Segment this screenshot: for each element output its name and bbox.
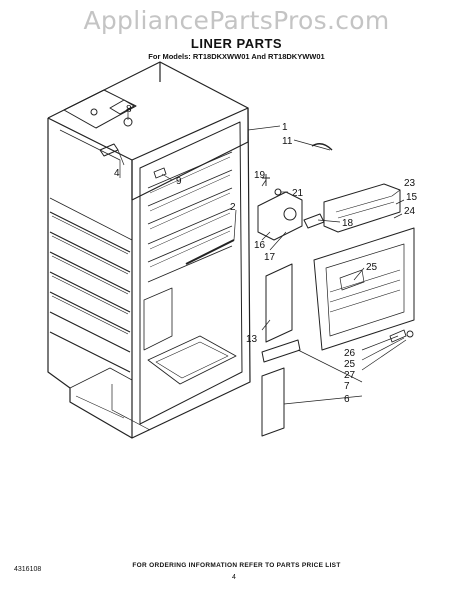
callout-25-upper: 25 xyxy=(366,262,378,273)
document-number: 4316108 xyxy=(14,566,42,573)
callout-19: 19 xyxy=(254,170,266,181)
callout-24: 24 xyxy=(404,206,416,217)
callout-13: 13 xyxy=(246,334,258,345)
screws xyxy=(389,329,414,343)
part-panel-13 xyxy=(265,263,293,343)
callout-7: 7 xyxy=(344,381,350,392)
part-wire xyxy=(311,143,333,151)
part-strip-7 xyxy=(261,339,301,363)
callout-11: 11 xyxy=(282,136,293,147)
part-strip-6 xyxy=(261,367,285,437)
control-cover xyxy=(323,183,401,233)
callout-9: 9 xyxy=(176,176,182,187)
callout-15: 15 xyxy=(406,192,418,203)
control-housing xyxy=(257,174,325,241)
callout-2: 2 xyxy=(230,202,236,213)
callout-25-lower: 25 xyxy=(344,359,356,370)
model-numbers: For Models: RT18DKXWW01 And RT18DKYWW01 xyxy=(148,52,325,61)
part-rod xyxy=(185,239,235,265)
page-title: LINER PARTS xyxy=(190,36,283,51)
callout-4: 4 xyxy=(114,168,120,179)
callout-27: 27 xyxy=(344,370,356,381)
callout-17: 17 xyxy=(264,252,276,263)
callout-1: 1 xyxy=(282,122,288,133)
callout-6: 6 xyxy=(344,394,350,405)
cabinet-liner xyxy=(47,61,251,439)
callouts: 1 11 8 4 9 2 19 21 18 16 17 23 15 24 25 … xyxy=(114,104,418,405)
callout-16: 16 xyxy=(254,240,266,251)
callout-8: 8 xyxy=(126,104,132,115)
page-number: 4 xyxy=(232,574,236,581)
callout-21: 21 xyxy=(292,188,304,199)
top-components xyxy=(63,89,137,157)
back-panel xyxy=(313,227,415,351)
leader-lines xyxy=(117,112,407,405)
watermark-text: AppliancePartsPros.com xyxy=(83,6,390,35)
callout-26: 26 xyxy=(344,348,356,359)
part-clip xyxy=(153,167,167,179)
callout-18: 18 xyxy=(342,218,354,229)
ordering-info: FOR ORDERING INFORMATION REFER TO PARTS … xyxy=(132,562,341,569)
callout-23: 23 xyxy=(404,178,416,189)
